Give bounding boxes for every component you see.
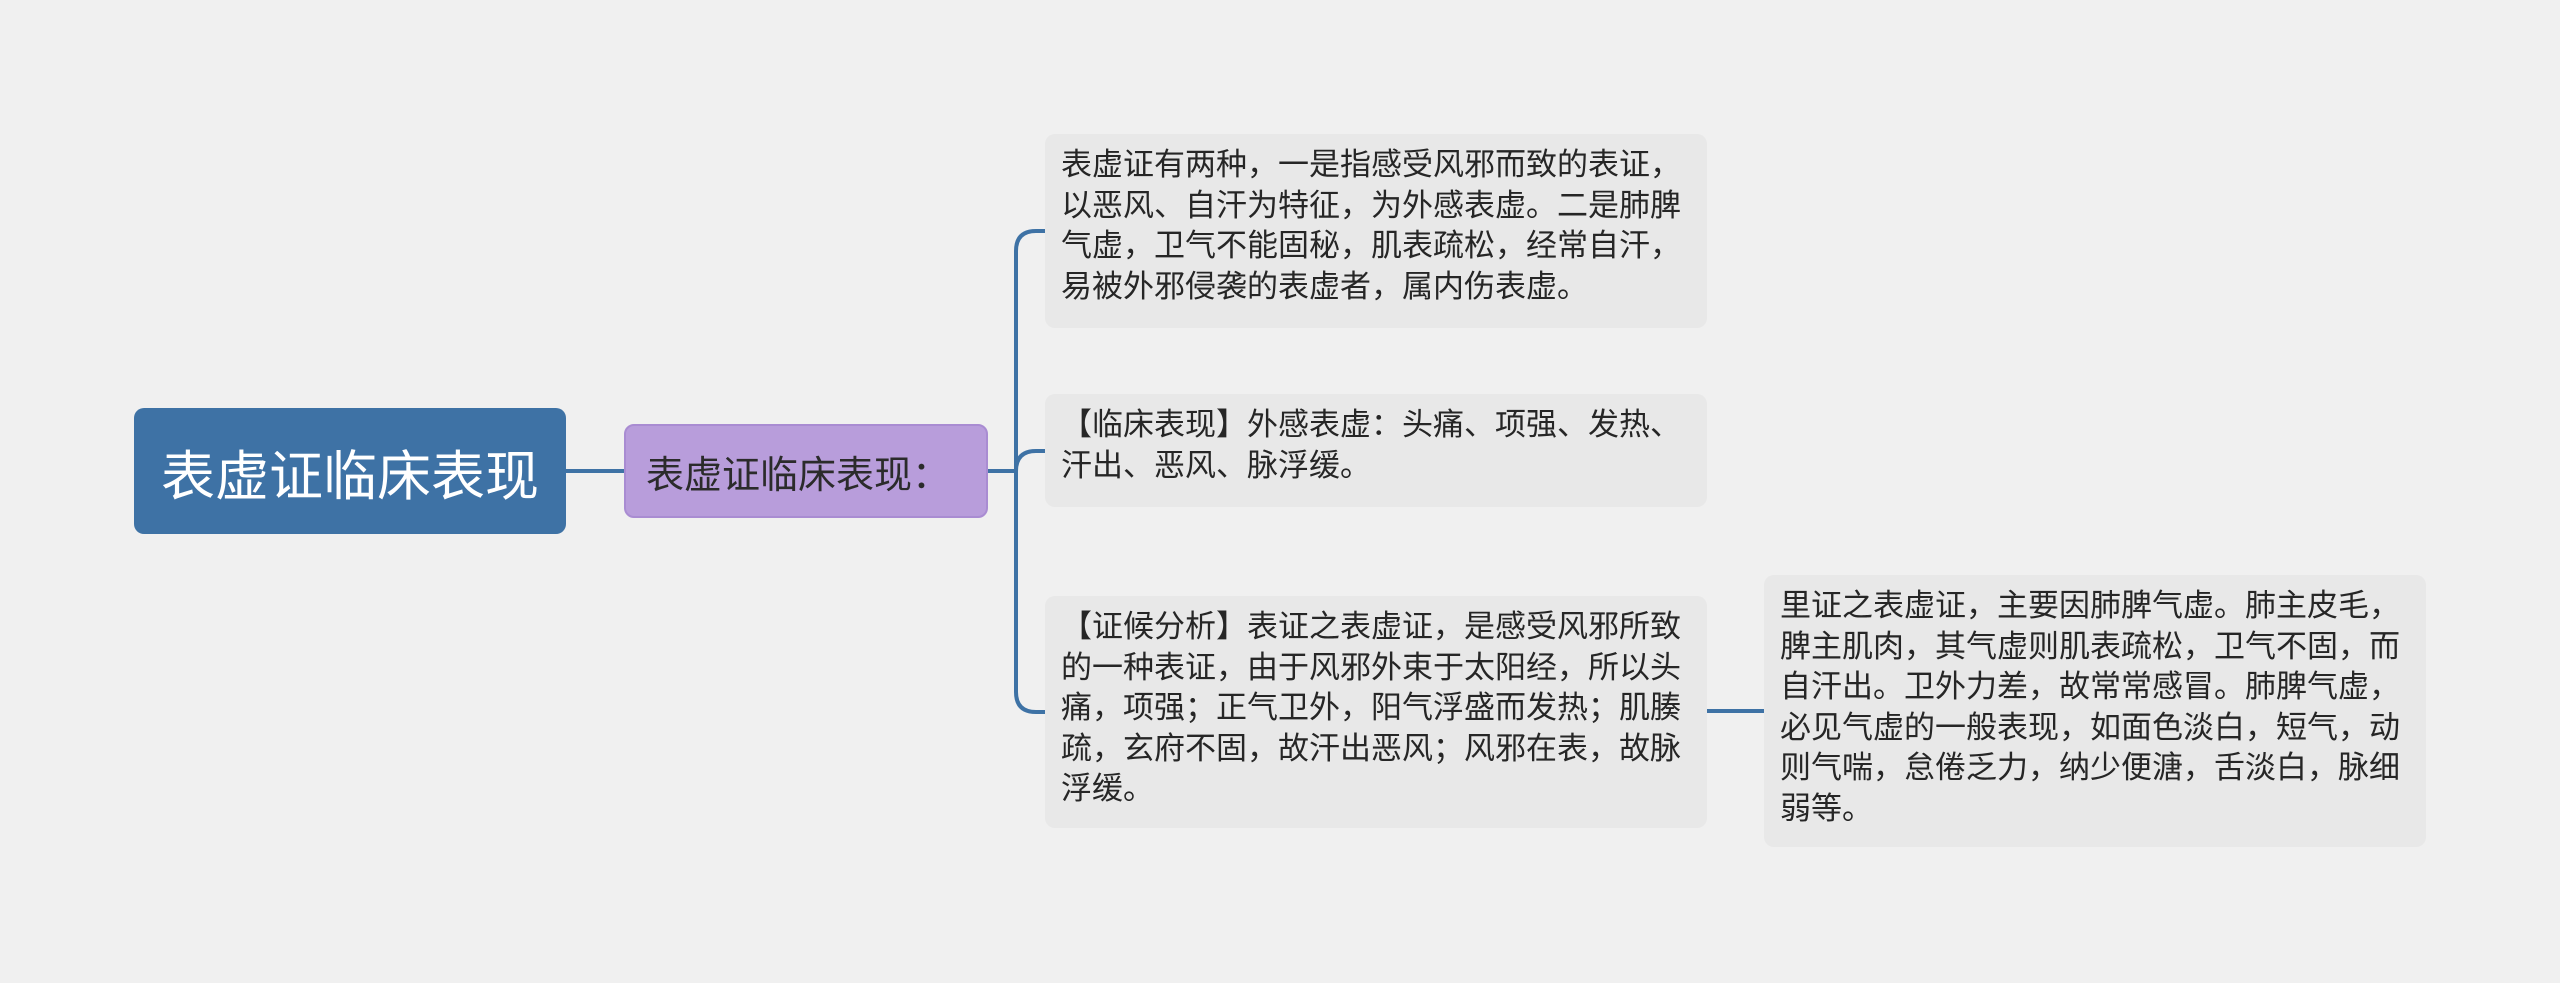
leaf-topic-syndrome-analysis[interactable]: 【证候分析】表证之表虚证，是感受风邪所致的一种表证，由于风邪外束于太阳经，所以头… xyxy=(1045,596,1707,828)
leaf-topic-definition-text: 表虚证有两种，一是指感受风邪而致的表证，以恶风、自汗为特征，为外感表虚。二是肺脾… xyxy=(1061,147,1681,305)
leaf-topic-clinical-manifestation[interactable]: 【临床表现】外感表虚：头痛、项强、发热、汗出、恶风、脉浮缓。 xyxy=(1045,394,1707,507)
connector-to-leaf-2 xyxy=(1014,449,1045,472)
detail-topic-internal-deficiency-text: 里证之表虚证，主要因肺脾气虚。肺主皮毛，脾主肌肉，其气虚则肌表疏松，卫气不固，而… xyxy=(1780,588,2400,827)
sub-topic-label: 表虚证临床表现： xyxy=(646,452,951,497)
root-topic[interactable]: 表虚证临床表现 xyxy=(134,408,566,534)
leaf-topic-clinical-manifestation-text: 【临床表现】外感表虚：头痛、项强、发热、汗出、恶风、脉浮缓。 xyxy=(1061,407,1681,484)
leaf-topic-definition[interactable]: 表虚证有两种，一是指感受风邪而致的表证，以恶风、自汗为特征，为外感表虚。二是肺脾… xyxy=(1045,134,1707,328)
connector-trunk xyxy=(1014,229,1045,714)
root-topic-label: 表虚证临床表现 xyxy=(161,444,539,508)
detail-topic-internal-deficiency[interactable]: 里证之表虚证，主要因肺脾气虚。肺主皮毛，脾主肌肉，其气虚则肌表疏松，卫气不固，而… xyxy=(1764,575,2426,847)
leaf-topic-syndrome-analysis-text: 【证候分析】表证之表虚证，是感受风邪所致的一种表证，由于风邪外束于太阳经，所以头… xyxy=(1061,609,1681,807)
sub-topic[interactable]: 表虚证临床表现： xyxy=(624,424,988,518)
